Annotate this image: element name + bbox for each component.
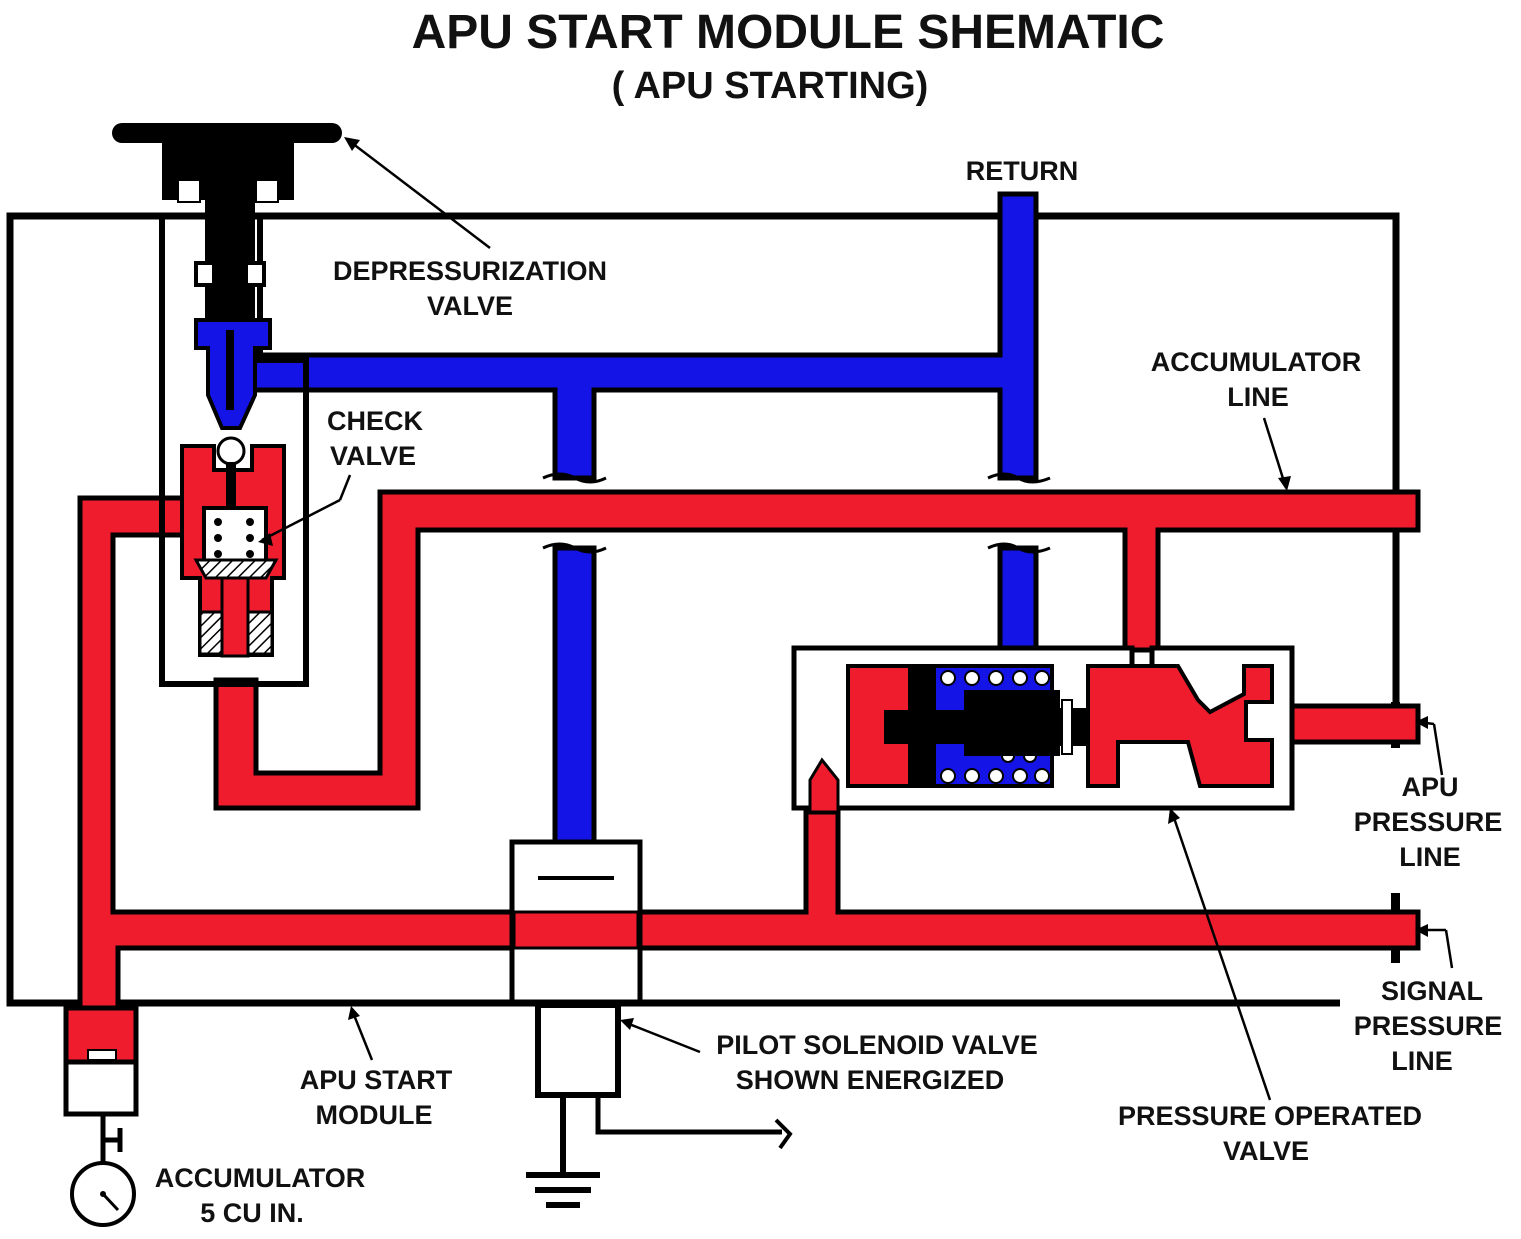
label-apu-pressure-3: LINE (1399, 842, 1461, 872)
labels: RETURN DEPRESSURIZATION VALVE CHECK VALV… (155, 156, 1503, 1228)
label-apu-pressure-2: PRESSURE (1354, 807, 1503, 837)
label-apu-start-module-2: MODULE (316, 1100, 433, 1130)
label-accumulator-2: 5 CU IN. (200, 1198, 304, 1228)
label-return: RETURN (966, 156, 1079, 186)
label-accumulator-line-2: LINE (1227, 382, 1289, 412)
label-signal-pressure-1: SIGNAL (1381, 976, 1483, 1006)
pilot-solenoid-valve (509, 839, 793, 1208)
label-signal-pressure-2: PRESSURE (1354, 1011, 1503, 1041)
label-check-2: VALVE (330, 441, 416, 471)
label-pilot-solenoid-1: PILOT SOLENOID VALVE (716, 1030, 1038, 1060)
label-check-1: CHECK (327, 406, 424, 436)
pressure-operated-valve (791, 645, 1295, 814)
label-apu-start-module-1: APU START (300, 1065, 453, 1095)
label-apu-pressure-1: APU (1401, 772, 1458, 802)
leader-lines (261, 139, 1454, 1101)
label-pressure-operated-2: VALVE (1223, 1136, 1309, 1166)
arrow-heads (258, 137, 1428, 1030)
label-depressurization-1: DEPRESSURIZATION (333, 256, 607, 286)
check-valve (180, 436, 286, 658)
module-housing (6, 212, 1400, 1007)
pipe-break-marks (542, 472, 1051, 554)
depressurization-valve (112, 123, 342, 687)
label-accumulator-line-1: ACCUMULATOR (1151, 347, 1361, 377)
label-accumulator-1: ACCUMULATOR (155, 1163, 365, 1193)
page-subtitle: ( APU STARTING) (612, 65, 929, 107)
label-pressure-operated-1: PRESSURE OPERATED (1118, 1101, 1422, 1131)
label-signal-pressure-3: LINE (1391, 1046, 1453, 1076)
label-depressurization-2: VALVE (427, 291, 513, 321)
accumulator (63, 1005, 139, 1227)
label-pilot-solenoid-2: SHOWN ENERGIZED (736, 1065, 1005, 1095)
page-title: APU START MODULE SHEMATIC (412, 6, 1165, 59)
